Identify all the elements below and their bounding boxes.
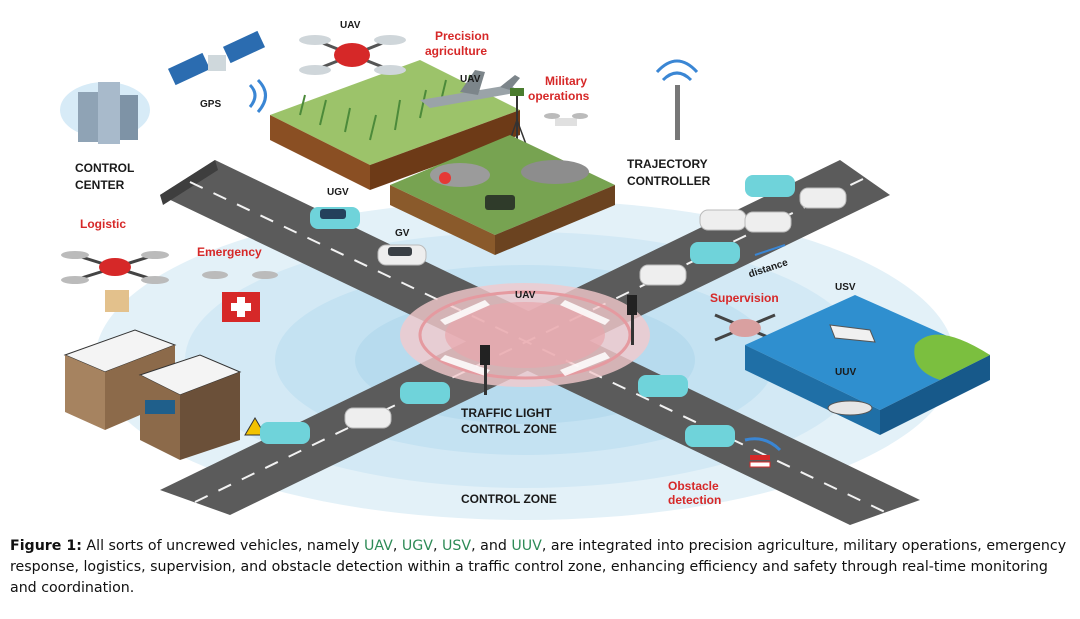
uav-plane-label: UAV xyxy=(460,74,481,85)
submarine-icon xyxy=(827,400,873,416)
caption-label: Figure 1: xyxy=(10,538,82,554)
supervision-label: Supervision xyxy=(710,291,779,305)
satellite-icon xyxy=(167,30,267,113)
emergency-drone-icon xyxy=(202,271,278,322)
caption-sep-2: , xyxy=(433,538,443,554)
control-center-icon xyxy=(60,82,150,144)
caption-uav: UAV xyxy=(364,538,393,554)
caption-uuv: UUV xyxy=(511,538,542,554)
car-row-upper-right xyxy=(639,175,847,286)
traffic-light-zone xyxy=(400,283,650,387)
military-terrain xyxy=(390,135,615,255)
tower-icon xyxy=(655,59,699,140)
distance-marker xyxy=(754,244,786,256)
emergency-label: Emergency xyxy=(197,245,262,259)
car-row-lower-right xyxy=(638,375,782,452)
gv-label: GV xyxy=(395,228,410,239)
plane-icon xyxy=(420,70,520,108)
agriculture-field xyxy=(270,60,520,190)
figure-caption: Figure 1: All sorts of uncrewed vehicles… xyxy=(10,536,1072,599)
traffic-light-icon xyxy=(480,295,637,395)
boat-icon xyxy=(829,324,876,343)
usv-label: USV xyxy=(835,282,856,293)
caption-text-start: All sorts of uncrewed vehicles, namely xyxy=(81,538,364,554)
uav-center-label: UAV xyxy=(515,290,536,301)
caption-sep-3: , and xyxy=(471,538,512,554)
gps-label: GPS xyxy=(200,99,221,110)
caption-sep-1: , xyxy=(392,538,402,554)
car-icon-gv xyxy=(377,244,427,266)
uav-icon xyxy=(299,35,406,75)
small-drone-icon xyxy=(544,113,588,126)
car-row-lower-left xyxy=(260,382,450,444)
control-zone-label: CONTROL ZONE xyxy=(461,492,557,506)
car-icon-ugv xyxy=(310,207,360,229)
caption-usv: USV xyxy=(442,538,472,554)
ugv-label: UGV xyxy=(327,187,349,198)
uav-top-label: UAV xyxy=(340,20,361,31)
supervision-drone-icon xyxy=(714,313,776,342)
logistic-label: Logistic xyxy=(80,217,126,231)
building-icon xyxy=(63,329,242,460)
caption-text-end: , are integrated into precision agricult… xyxy=(10,538,1067,596)
logistic-drone-icon xyxy=(61,251,169,312)
uuv-label: UUV xyxy=(835,367,856,378)
barrier-icon xyxy=(749,455,771,468)
caption-ugv: UGV xyxy=(401,538,434,554)
